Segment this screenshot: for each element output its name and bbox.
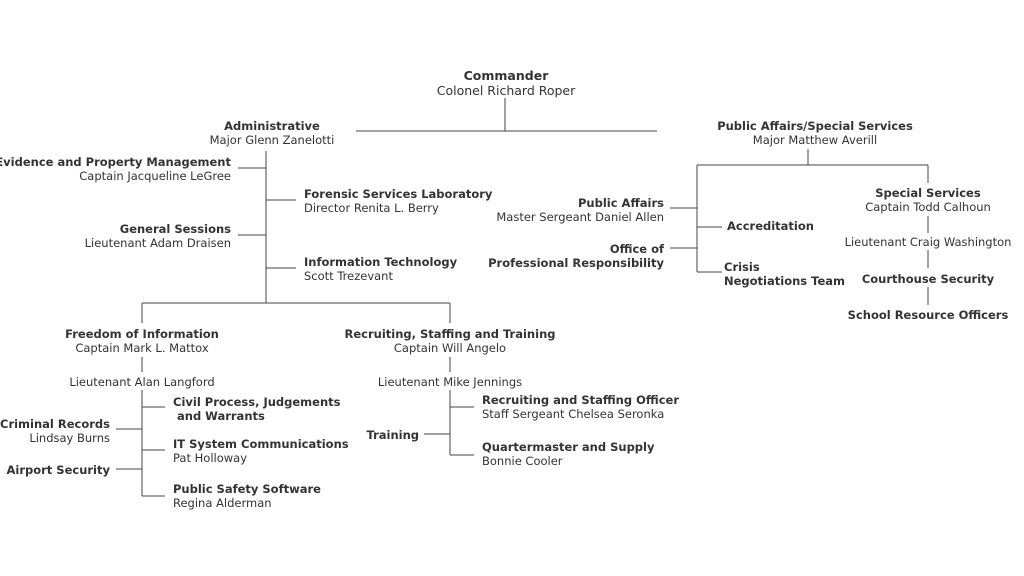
node-name: Captain Mark L. Mattox xyxy=(75,341,209,355)
node-special-services: Special Services Captain Todd Calhoun xyxy=(865,186,991,214)
node-courthouse-security: Courthouse Security xyxy=(862,272,994,286)
node-accreditation: Accreditation xyxy=(727,219,814,233)
node-name: Major Glenn Zanelotti xyxy=(209,133,335,147)
node-name: Pat Holloway xyxy=(173,451,247,465)
node-name: Lieutenant Mike Jennings xyxy=(377,375,523,389)
node-title: Information Technology xyxy=(304,255,458,269)
node-title: Evidence and Property Management xyxy=(0,155,231,169)
node-title-line2: and Warrants xyxy=(177,409,265,423)
node-name: Captain Will Angelo xyxy=(393,341,507,355)
node-name: Regina Alderman xyxy=(173,496,272,510)
node-title: Criminal Records xyxy=(0,417,110,431)
node-recruiting-staffing-training: Recruiting, Staffing and Training Captai… xyxy=(345,327,556,355)
node-evidence: Evidence and Property Management Captain… xyxy=(0,155,231,183)
node-title: IT System Communications xyxy=(173,437,349,451)
node-public-safety-software: Public Safety Software Regina Alderman xyxy=(173,482,321,510)
node-title: Airport Security xyxy=(6,463,110,477)
node-name: Major Matthew Averill xyxy=(752,133,878,147)
node-name: Captain Todd Calhoun xyxy=(865,200,991,214)
node-title: Recruiting and Staffing Officer xyxy=(482,393,679,407)
node-public-affairs: Public Affairs Master Sergeant Daniel Al… xyxy=(496,196,664,224)
node-recruiting-staffing-officer: Recruiting and Staffing Officer Staff Se… xyxy=(482,393,679,421)
node-title: Civil Process, Judgements xyxy=(173,395,341,409)
node-name: Master Sergeant Daniel Allen xyxy=(496,210,664,224)
node-title: School Resource Officers xyxy=(847,308,1009,322)
node-name: Director Renita L. Berry xyxy=(304,201,439,215)
node-school-resource-officers: School Resource Officers xyxy=(848,308,1009,322)
node-name: Lindsay Burns xyxy=(29,431,110,445)
node-name: Captain Jacqueline LeGree xyxy=(79,169,231,183)
node-name: Staff Sergeant Chelsea Seronka xyxy=(482,407,665,421)
node-criminal-records: Criminal Records Lindsay Burns xyxy=(0,417,110,445)
node-name: Lieutenant Craig Washington xyxy=(844,235,1012,249)
node-title: Accreditation xyxy=(727,219,814,233)
node-title: Freedom of Information xyxy=(65,327,219,341)
node-title: Courthouse Security xyxy=(861,272,995,286)
node-public-affairs-special-services: Public Affairs/Special Services Major Ma… xyxy=(717,119,913,147)
node-information-technology: Information Technology Scott Trezevant xyxy=(304,255,457,283)
node-lieutenant-langford: Lieutenant Alan Langford xyxy=(69,375,214,389)
node-commander: Commander Colonel Richard Roper xyxy=(437,68,576,98)
node-name: Colonel Richard Roper xyxy=(436,83,576,98)
node-title-line2: Negotiations Team xyxy=(724,274,845,288)
node-title: Quartermaster and Supply xyxy=(482,440,655,454)
node-quartermaster: Quartermaster and Supply Bonnie Cooler xyxy=(482,440,654,468)
node-crisis-negotiations-team: Crisis Negotiations Team xyxy=(724,260,845,288)
node-name: Scott Trezevant xyxy=(304,269,393,283)
node-training: Training xyxy=(366,428,419,442)
node-freedom-of-information: Freedom of Information Captain Mark L. M… xyxy=(65,327,219,355)
node-title: Commander xyxy=(463,68,549,83)
node-name: Bonnie Cooler xyxy=(482,454,563,468)
node-title: Forensic Services Laboratory xyxy=(304,187,493,201)
node-title: Public Affairs/Special Services xyxy=(717,119,913,133)
node-title-line2: Professional Responsibility xyxy=(488,256,664,270)
node-administrative: Administrative Major Glenn Zanelotti xyxy=(210,119,335,147)
node-title: Public Safety Software xyxy=(173,482,321,496)
node-office-professional-responsibility: Office of Professional Responsibility xyxy=(488,242,664,270)
node-title: General Sessions xyxy=(119,222,231,236)
node-title: Public Affairs xyxy=(578,196,664,210)
node-forensic: Forensic Services Laboratory Director Re… xyxy=(304,187,492,215)
node-name: Lieutenant Adam Draisen xyxy=(84,236,231,250)
node-title: Office of xyxy=(609,242,664,256)
node-title: Administrative xyxy=(224,119,320,133)
node-it-system-communications: IT System Communications Pat Holloway xyxy=(173,437,349,465)
node-title: Training xyxy=(366,428,419,442)
node-civil-process: Civil Process, Judgements and Warrants xyxy=(173,395,341,423)
node-title: Crisis xyxy=(724,260,760,274)
node-lieutenant-washington: Lieutenant Craig Washington xyxy=(845,235,1012,249)
node-lieutenant-jennings: Lieutenant Mike Jennings xyxy=(378,375,522,389)
node-general-sessions: General Sessions Lieutenant Adam Draisen xyxy=(85,222,231,250)
node-title: Recruiting, Staffing and Training xyxy=(344,327,556,341)
node-name: Lieutenant Alan Langford xyxy=(69,375,215,389)
node-airport-security: Airport Security xyxy=(6,463,110,477)
node-title: Special Services xyxy=(875,186,981,200)
